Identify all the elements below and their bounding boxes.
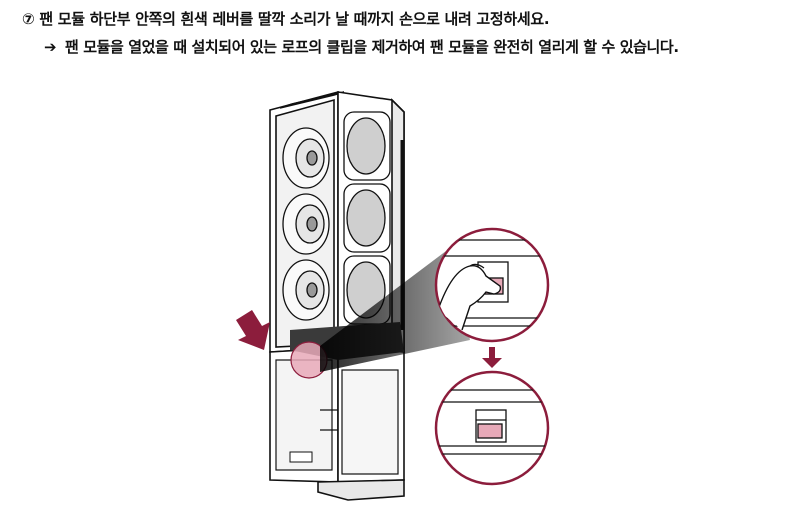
note-arrow-icon: ➔ [44, 38, 57, 56]
step-text: 팬 모듈 하단부 안쪽의 흰색 레버를 딸깍 소리가 날 때까지 손으로 내려 … [39, 10, 550, 28]
appliance-unit-icon [269, 90, 405, 501]
zoom-circle-hand-lever [434, 227, 550, 343]
step-instruction: ⑦ 팬 모듈 하단부 안쪽의 흰색 레버를 딸깍 소리가 날 때까지 손으로 내… [22, 8, 550, 29]
step-marker: ⑦ [22, 10, 35, 28]
note-text: 팬 모듈을 열었을 때 설치되어 있는 로프의 클립을 제거하여 팬 모듈을 완… [65, 38, 679, 56]
pointer-arrow-icon [236, 310, 270, 350]
step-note: ➔ 팬 모듈을 열었을 때 설치되어 있는 로프의 클립을 제거하여 팬 모듈을… [44, 36, 679, 57]
zoom-beam [320, 248, 470, 372]
down-arrow-icon [482, 347, 502, 368]
zoom-circle-lever-locked [434, 370, 550, 486]
